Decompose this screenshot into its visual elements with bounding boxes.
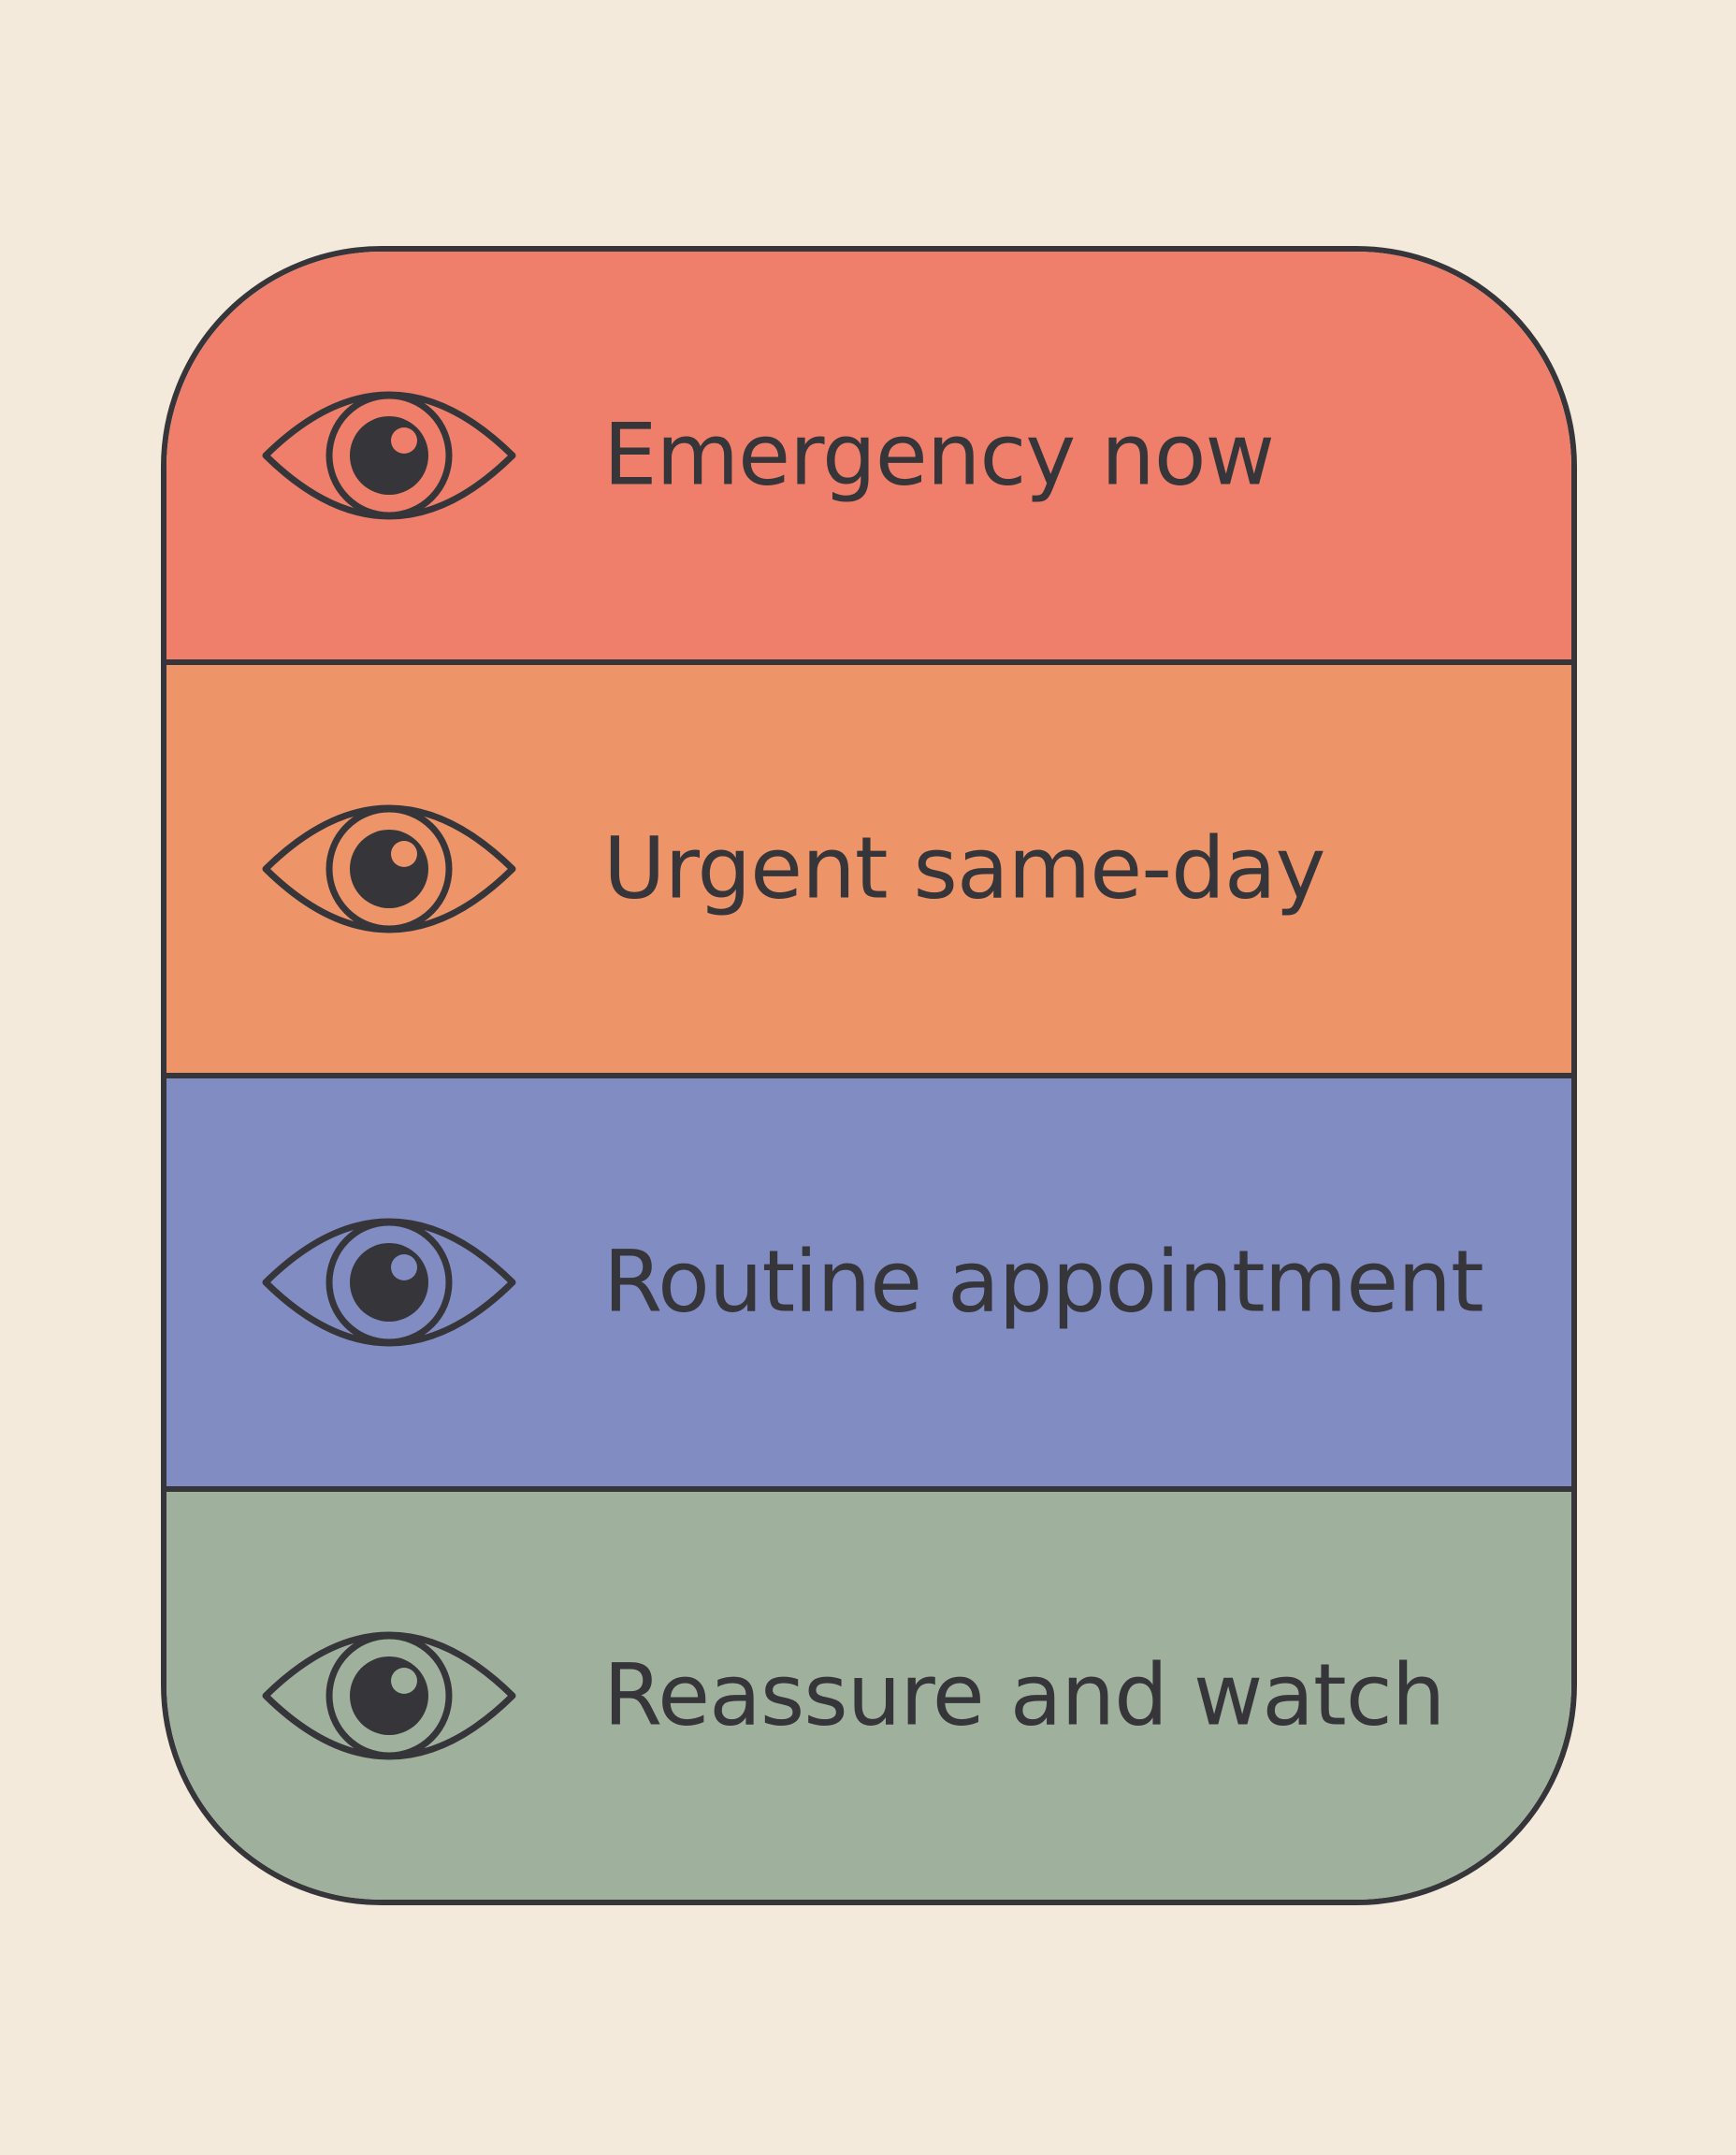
eye-icon xyxy=(260,800,518,938)
row-label: Urgent same-day xyxy=(603,819,1325,918)
row-urgent-same-day: Urgent same-day xyxy=(166,659,1571,1073)
row-reassure-and-watch: Reassure and watch xyxy=(166,1486,1571,1900)
row-emergency-now: Emergency now xyxy=(166,252,1571,659)
row-label: Emergency now xyxy=(603,406,1275,505)
eye-icon xyxy=(260,1627,518,1765)
eye-icon xyxy=(260,1213,518,1352)
row-label: Reassure and watch xyxy=(603,1646,1445,1745)
eye-icon xyxy=(260,386,518,525)
triage-card: Emergency now Urgent same-day Routine ap… xyxy=(161,246,1577,1905)
row-label: Routine appointment xyxy=(603,1233,1484,1332)
row-routine-appointment: Routine appointment xyxy=(166,1073,1571,1486)
